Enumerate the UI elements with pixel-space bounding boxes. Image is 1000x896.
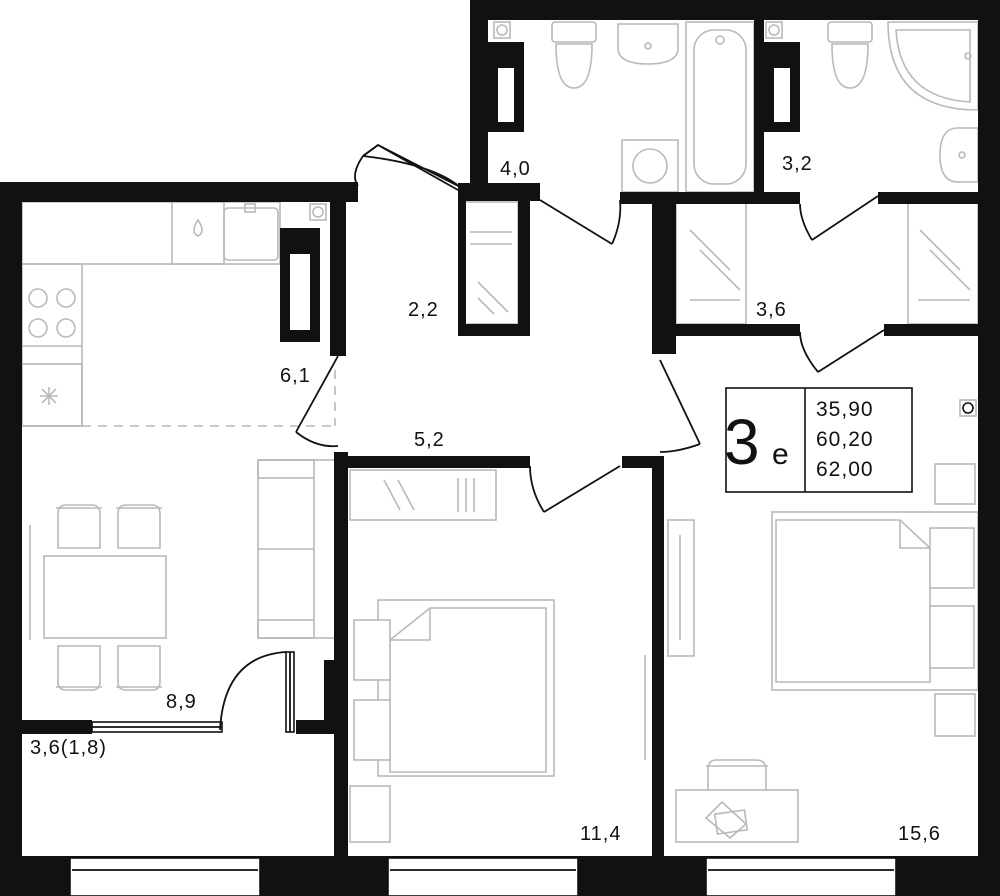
wall-balcony — [22, 720, 92, 734]
desk — [675, 759, 799, 843]
kitchen-counter-top — [21, 201, 281, 265]
utility-box — [309, 203, 327, 221]
wall-top — [470, 0, 1000, 20]
wall-wc-bottom — [458, 183, 540, 201]
shower — [887, 21, 979, 111]
wall-wc-bath — [754, 0, 764, 194]
badge-area-total: 60,20 — [816, 428, 874, 451]
wardrobe-cabinet — [907, 201, 979, 325]
wall-corridor-bottom — [622, 456, 660, 468]
hood-icon — [40, 387, 58, 405]
bedroom-1-door — [543, 465, 621, 513]
dresser-bedroom-2 — [667, 519, 695, 657]
bed-bedroom-2 — [771, 511, 979, 691]
bedroom-2-door — [659, 359, 701, 445]
stove-burner-icon — [28, 288, 48, 308]
area-bathroom: 3,2 — [782, 153, 813, 175]
stove-burner-icon — [56, 288, 76, 308]
toilet — [551, 21, 597, 89]
kitchen-cabinet — [21, 363, 83, 427]
toilet — [827, 21, 873, 89]
balcony-door — [219, 651, 295, 733]
dining-chair — [116, 645, 162, 691]
wall-corridor-bottom — [334, 456, 530, 468]
sofa — [257, 459, 337, 639]
kitchen-door — [295, 355, 339, 433]
wall-balcony — [296, 720, 348, 734]
wc-door — [539, 199, 613, 245]
window — [69, 857, 261, 896]
nightstand — [349, 785, 391, 843]
hall-cabinet — [463, 201, 519, 325]
wall-bedroom-divider — [652, 456, 664, 856]
wall-wardrobe-bottom — [652, 324, 800, 336]
wash-basin — [617, 23, 679, 65]
doors — [219, 143, 885, 733]
dining-chair — [56, 504, 102, 549]
dining-chair — [116, 504, 162, 549]
dining-table — [43, 555, 167, 639]
wash-basin — [939, 127, 979, 183]
kitchen-fridge — [171, 201, 225, 265]
wall-hall-cabinet — [458, 201, 466, 332]
room-labels: 4,0 3,2 2,2 3,6 6,1 5,2 8,9 3,6(1,8) 11,… — [30, 153, 941, 845]
area-living: 8,9 — [166, 691, 197, 713]
wall-left — [0, 182, 22, 896]
fixtures — [21, 21, 979, 843]
badge-area-living: 35,90 — [816, 398, 874, 421]
windows — [69, 721, 897, 896]
wall-kitchen-right — [330, 202, 346, 356]
utility-box — [765, 21, 783, 39]
badge-frame — [725, 387, 913, 493]
wall-balcony — [324, 660, 334, 734]
wall-hall-cabinet — [518, 201, 530, 336]
badge-room-count: 3 — [724, 406, 760, 478]
stove-burner-icon — [28, 318, 48, 338]
entrance-door — [362, 143, 461, 188]
kitchen-tap — [244, 203, 256, 213]
area-wardrobe: 3,6 — [756, 299, 787, 321]
utility-box — [493, 21, 511, 39]
balcony-door-glass — [91, 721, 223, 733]
area-bedroom-1: 11,4 — [580, 823, 621, 845]
wall-bath-bottom — [878, 192, 978, 204]
wall-living-bedroom — [334, 452, 348, 856]
window — [387, 857, 579, 896]
bathtub — [685, 21, 755, 193]
apartment-badge: 3 е 35,90 60,20 62,00 — [724, 387, 913, 493]
wall-wc-left — [470, 0, 488, 200]
wall-wardrobe-bottom — [884, 324, 978, 336]
area-balcony: 3,6(1,8) — [30, 737, 107, 759]
water-drop-icon — [193, 218, 203, 237]
wall-wc-bottom-right — [620, 192, 800, 204]
laptop-icon — [704, 800, 749, 840]
bath-door — [811, 195, 879, 241]
area-hall: 2,2 — [408, 299, 439, 321]
nightstand — [934, 693, 976, 737]
kitchen-sink — [223, 207, 279, 261]
wall-right — [978, 0, 1000, 896]
dining-chair — [56, 645, 102, 691]
kitchen-counter-left — [21, 263, 83, 427]
badge-suffix: е — [772, 438, 789, 471]
wardrobe-door — [817, 329, 885, 373]
area-wc: 4,0 — [500, 158, 531, 180]
utility-box — [959, 399, 977, 417]
wall-hall-cabinet — [458, 324, 530, 336]
stove-burner-icon — [56, 318, 76, 338]
area-corridor: 5,2 — [414, 429, 445, 451]
wardrobe-bedroom-1 — [349, 469, 497, 521]
wall-kitchen-top — [0, 182, 358, 202]
area-bedroom-2: 15,6 — [898, 823, 941, 845]
wardrobe-cabinet — [675, 201, 747, 325]
bed-bedroom-1 — [353, 599, 555, 777]
badge-area-full: 62,00 — [816, 458, 874, 481]
nightstand — [934, 463, 976, 505]
area-kitchen: 6,1 — [280, 365, 311, 387]
window — [705, 857, 897, 896]
washing-machine — [621, 139, 679, 193]
